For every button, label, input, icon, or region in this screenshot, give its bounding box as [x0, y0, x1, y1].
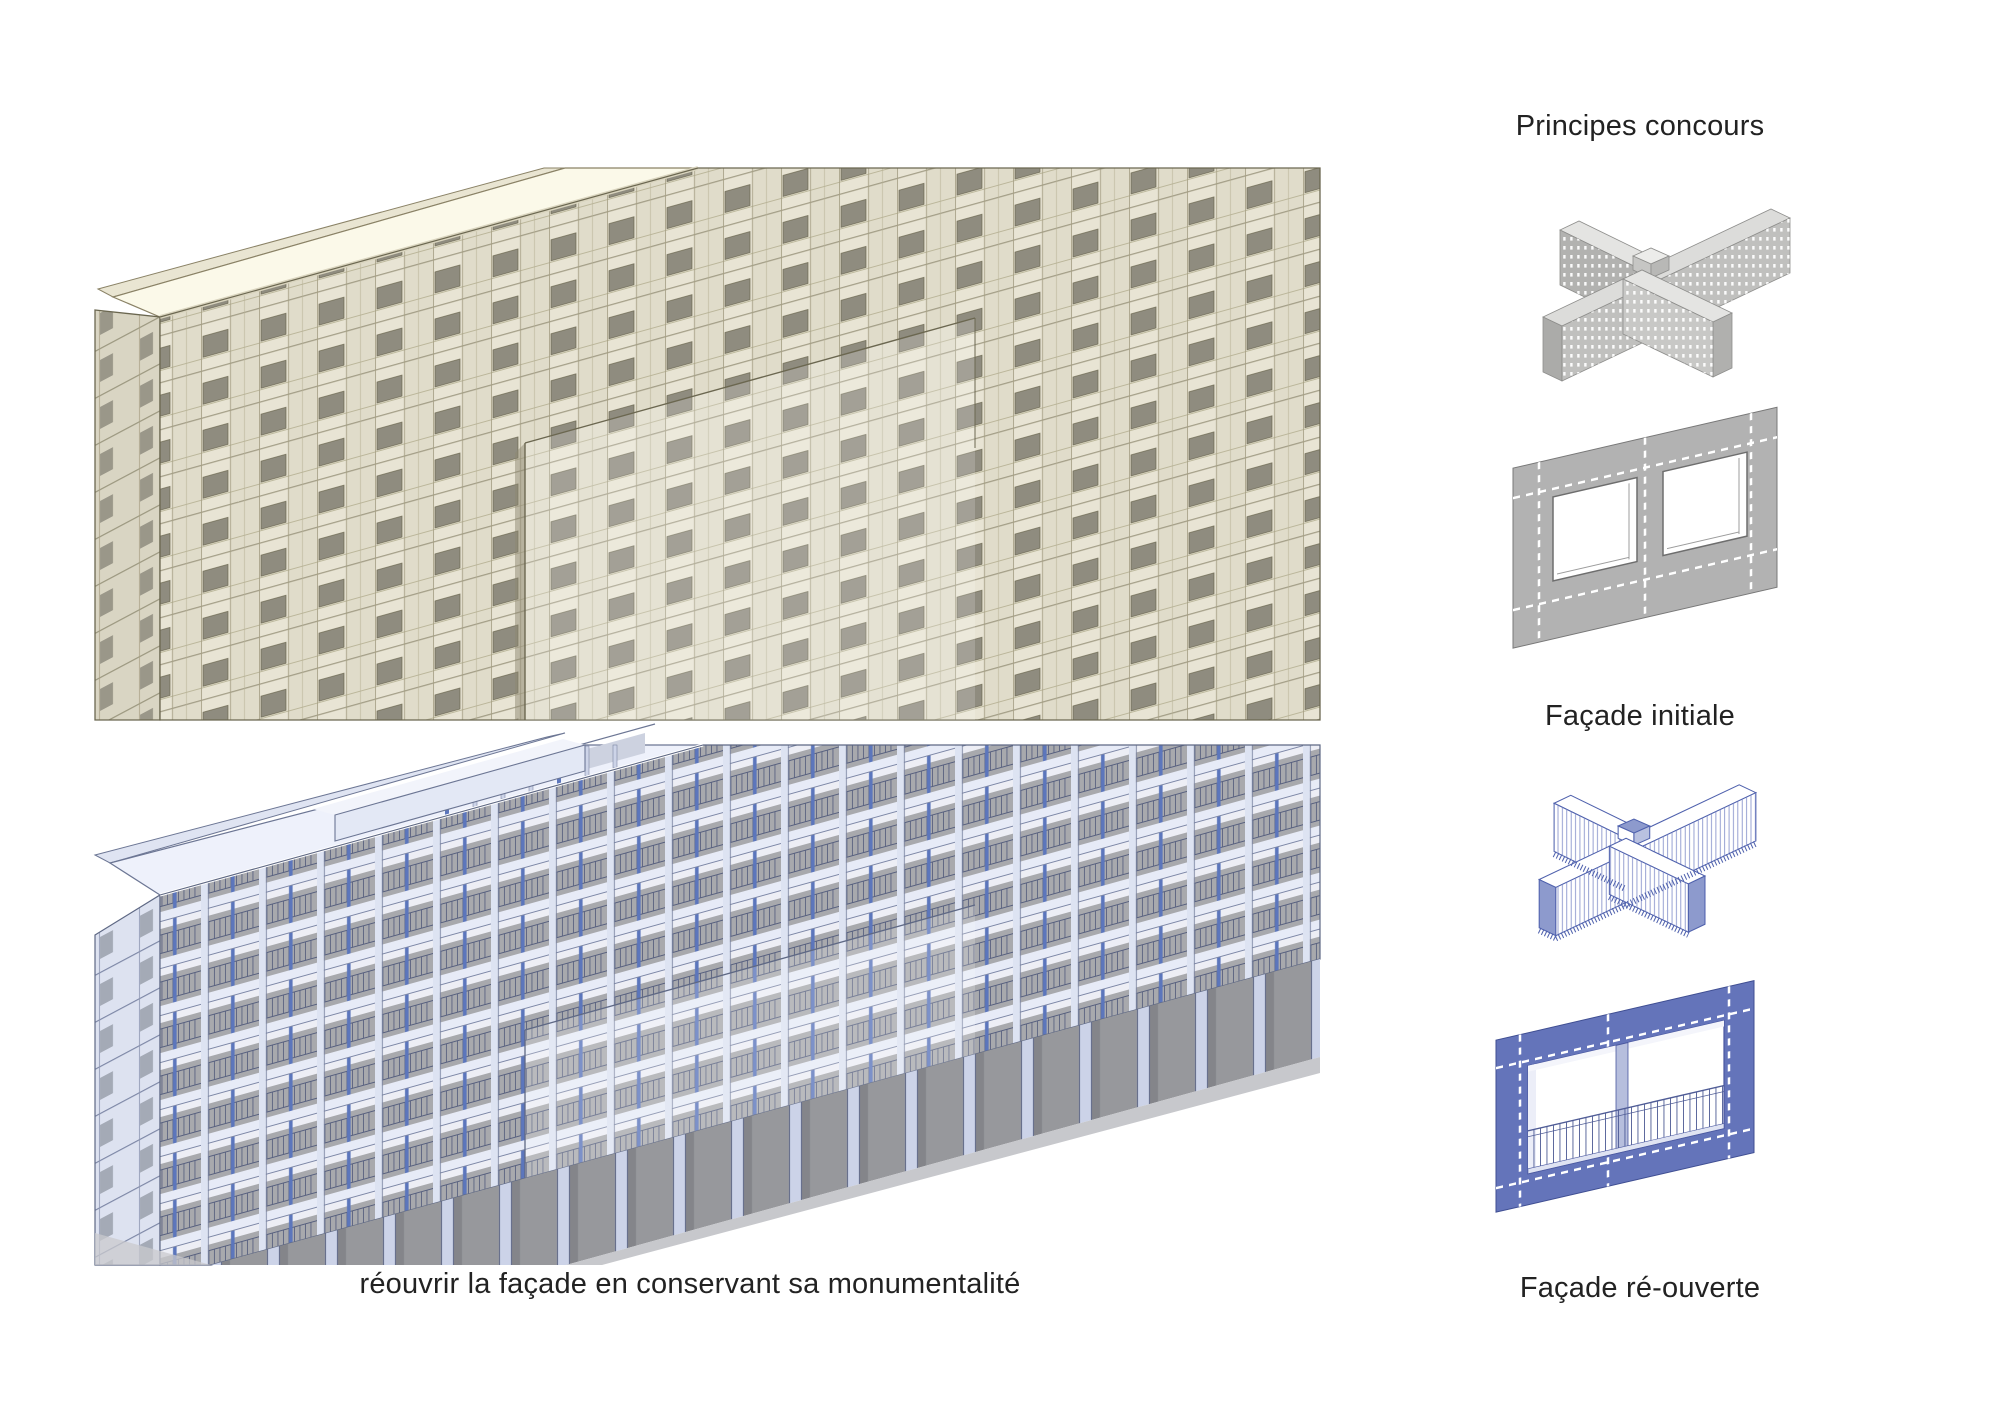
- roof-parapet: [93, 732, 566, 864]
- blue-facade-panel-icon: [1495, 979, 1755, 1213]
- window-opening: [1552, 451, 1748, 582]
- balcony-railing: [1528, 1085, 1724, 1174]
- ground-shadow-left: [95, 1233, 211, 1265]
- main-caption: réouvrir la façade en conservant sa monu…: [359, 1268, 1021, 1300]
- side-facade: [94, 309, 161, 721]
- facade-initiale-label: Façade initiale: [1545, 700, 1735, 732]
- protruding-volume: [524, 904, 976, 1178]
- gray-facade-panel-icon: [1512, 406, 1778, 649]
- base-tick-fringe: [1537, 840, 1758, 942]
- blue-massing-axonometric-icon: [1537, 784, 1758, 942]
- pilotis-colonnade: [211, 959, 1320, 1265]
- reopened-facade-axonometric: [93, 723, 1321, 1266]
- beige-existing-facade-axonometric: [94, 166, 1321, 721]
- sidebar-title: Principes concours: [1515, 110, 1765, 142]
- gray-massing-axonometric-icon: [1542, 208, 1791, 382]
- protruding-volume: [515, 317, 976, 720]
- side-facade: [94, 893, 161, 1266]
- reopened-window: [1527, 1019, 1725, 1175]
- ground-shadow: [566, 1057, 1320, 1265]
- facade-reouverte-label: Façade ré-ouverte: [1519, 1272, 1761, 1304]
